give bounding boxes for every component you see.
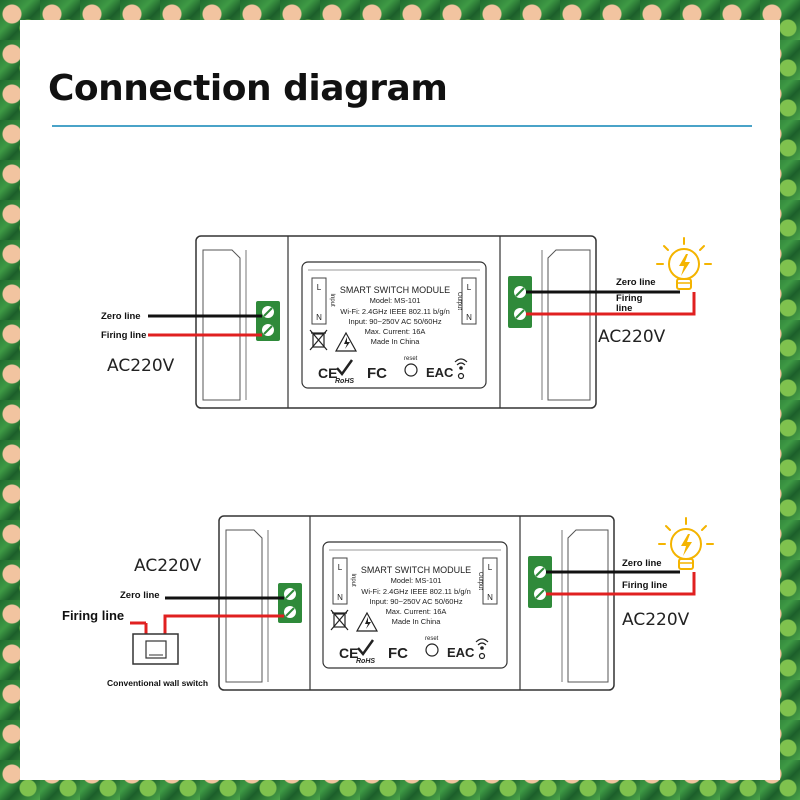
input-l-label: L [317, 283, 322, 292]
weee-bin-icon [309, 329, 328, 351]
zero-line-label-in-2: Zero line [120, 590, 160, 601]
input-n-label: N [316, 313, 322, 322]
eac-mark-2: EAC [447, 645, 475, 660]
firing-line-label-in: Firing line [101, 330, 146, 341]
eac-mark: EAC [426, 365, 454, 380]
lightbulb-icon [656, 237, 712, 290]
wall-switch-label: Conventional wall switch [107, 678, 208, 688]
output-tag: Output [456, 292, 462, 310]
high-voltage-icon [334, 331, 358, 352]
firing-line-wire-out-2 [546, 572, 696, 596]
module-wifi-2: Wi-Fi: 2.4GHz IEEE 802.11 b/g/n [361, 587, 471, 596]
rohs-mark: RoHS [335, 378, 354, 385]
ce-mark: CE [318, 365, 337, 381]
firing-line-label-out-2: line [616, 303, 632, 314]
module-label-plate [301, 261, 487, 389]
high-voltage-icon [355, 611, 379, 632]
rohs-mark-2: RoHS [356, 658, 375, 665]
module-input: Input: 90~250V AC 50/60Hz [348, 317, 441, 326]
input-tag-2: Input [350, 573, 356, 587]
wifi-icon [475, 638, 489, 660]
page-title: Connection diagram [48, 68, 448, 109]
title-divider [52, 125, 752, 127]
ac220v-label-in: AC220V [107, 356, 175, 376]
reset-label-2: reset [425, 636, 439, 642]
module-model: Model: MS-101 [370, 296, 421, 305]
module-current-2: Max. Current: 16A [386, 607, 447, 616]
input-terminal-block [256, 301, 280, 341]
input-terminal-block-2 [278, 583, 302, 623]
module-input-2: Input: 90~250V AC 50/60Hz [369, 597, 462, 606]
diagram-bottom: L N Input L N Output SMART SWITCH MODULE… [62, 515, 714, 691]
module-model-2: Model: MS-101 [391, 576, 442, 585]
module-title: SMART SWITCH MODULE [340, 285, 450, 295]
firing-line-wire-out [526, 292, 696, 316]
reset-button[interactable] [404, 363, 418, 377]
module-current: Max. Current: 16A [365, 327, 426, 336]
diagram-top: L N Input L N Output SMART SWITCH MODULE… [101, 235, 712, 409]
input-n-label-2: N [337, 593, 343, 602]
checkmark-icon [357, 639, 375, 657]
zero-line-label-out-2: Zero line [622, 558, 662, 569]
reset-label: reset [404, 356, 418, 362]
weee-bin-icon [330, 609, 349, 631]
module-title-2: SMART SWITCH MODULE [361, 565, 471, 575]
lightbulb-icon [658, 517, 714, 570]
fc-mark-2: FC [388, 645, 408, 662]
ac220v-label-out-2: AC220V [622, 610, 690, 630]
output-terminal-block [508, 276, 532, 328]
module-origin: Made In China [371, 337, 421, 346]
ce-mark-2: CE [339, 645, 358, 661]
input-l-label-2: L [338, 563, 343, 572]
firing-line-label-in-2: Firing line [62, 608, 124, 623]
module-label-plate-2 [322, 541, 508, 669]
output-l-label-2: L [488, 563, 493, 572]
fc-mark: FC [367, 365, 387, 382]
module-wifi: Wi-Fi: 2.4GHz IEEE 802.11 b/g/n [340, 307, 450, 316]
zero-line-label-in: Zero line [101, 311, 141, 322]
firing-line-label-out-2: Firing line [622, 580, 667, 591]
ac220v-label-out: AC220V [598, 327, 666, 347]
firing-line-label-out: Firing [616, 293, 643, 304]
output-n-label: N [466, 313, 472, 322]
output-terminal-block-2 [528, 556, 552, 608]
wifi-icon [454, 358, 468, 380]
zero-line-label-out: Zero line [616, 277, 656, 288]
input-tag: Input [329, 293, 335, 307]
checkmark-icon [336, 359, 354, 377]
reset-button-2[interactable] [425, 643, 439, 657]
output-l-label: L [467, 283, 472, 292]
wall-switch-icon [132, 633, 179, 665]
module-origin-2: Made In China [392, 617, 442, 626]
output-n-label-2: N [487, 593, 493, 602]
ac220v-label-in-2: AC220V [134, 556, 202, 576]
output-tag-2: Output [477, 572, 483, 590]
